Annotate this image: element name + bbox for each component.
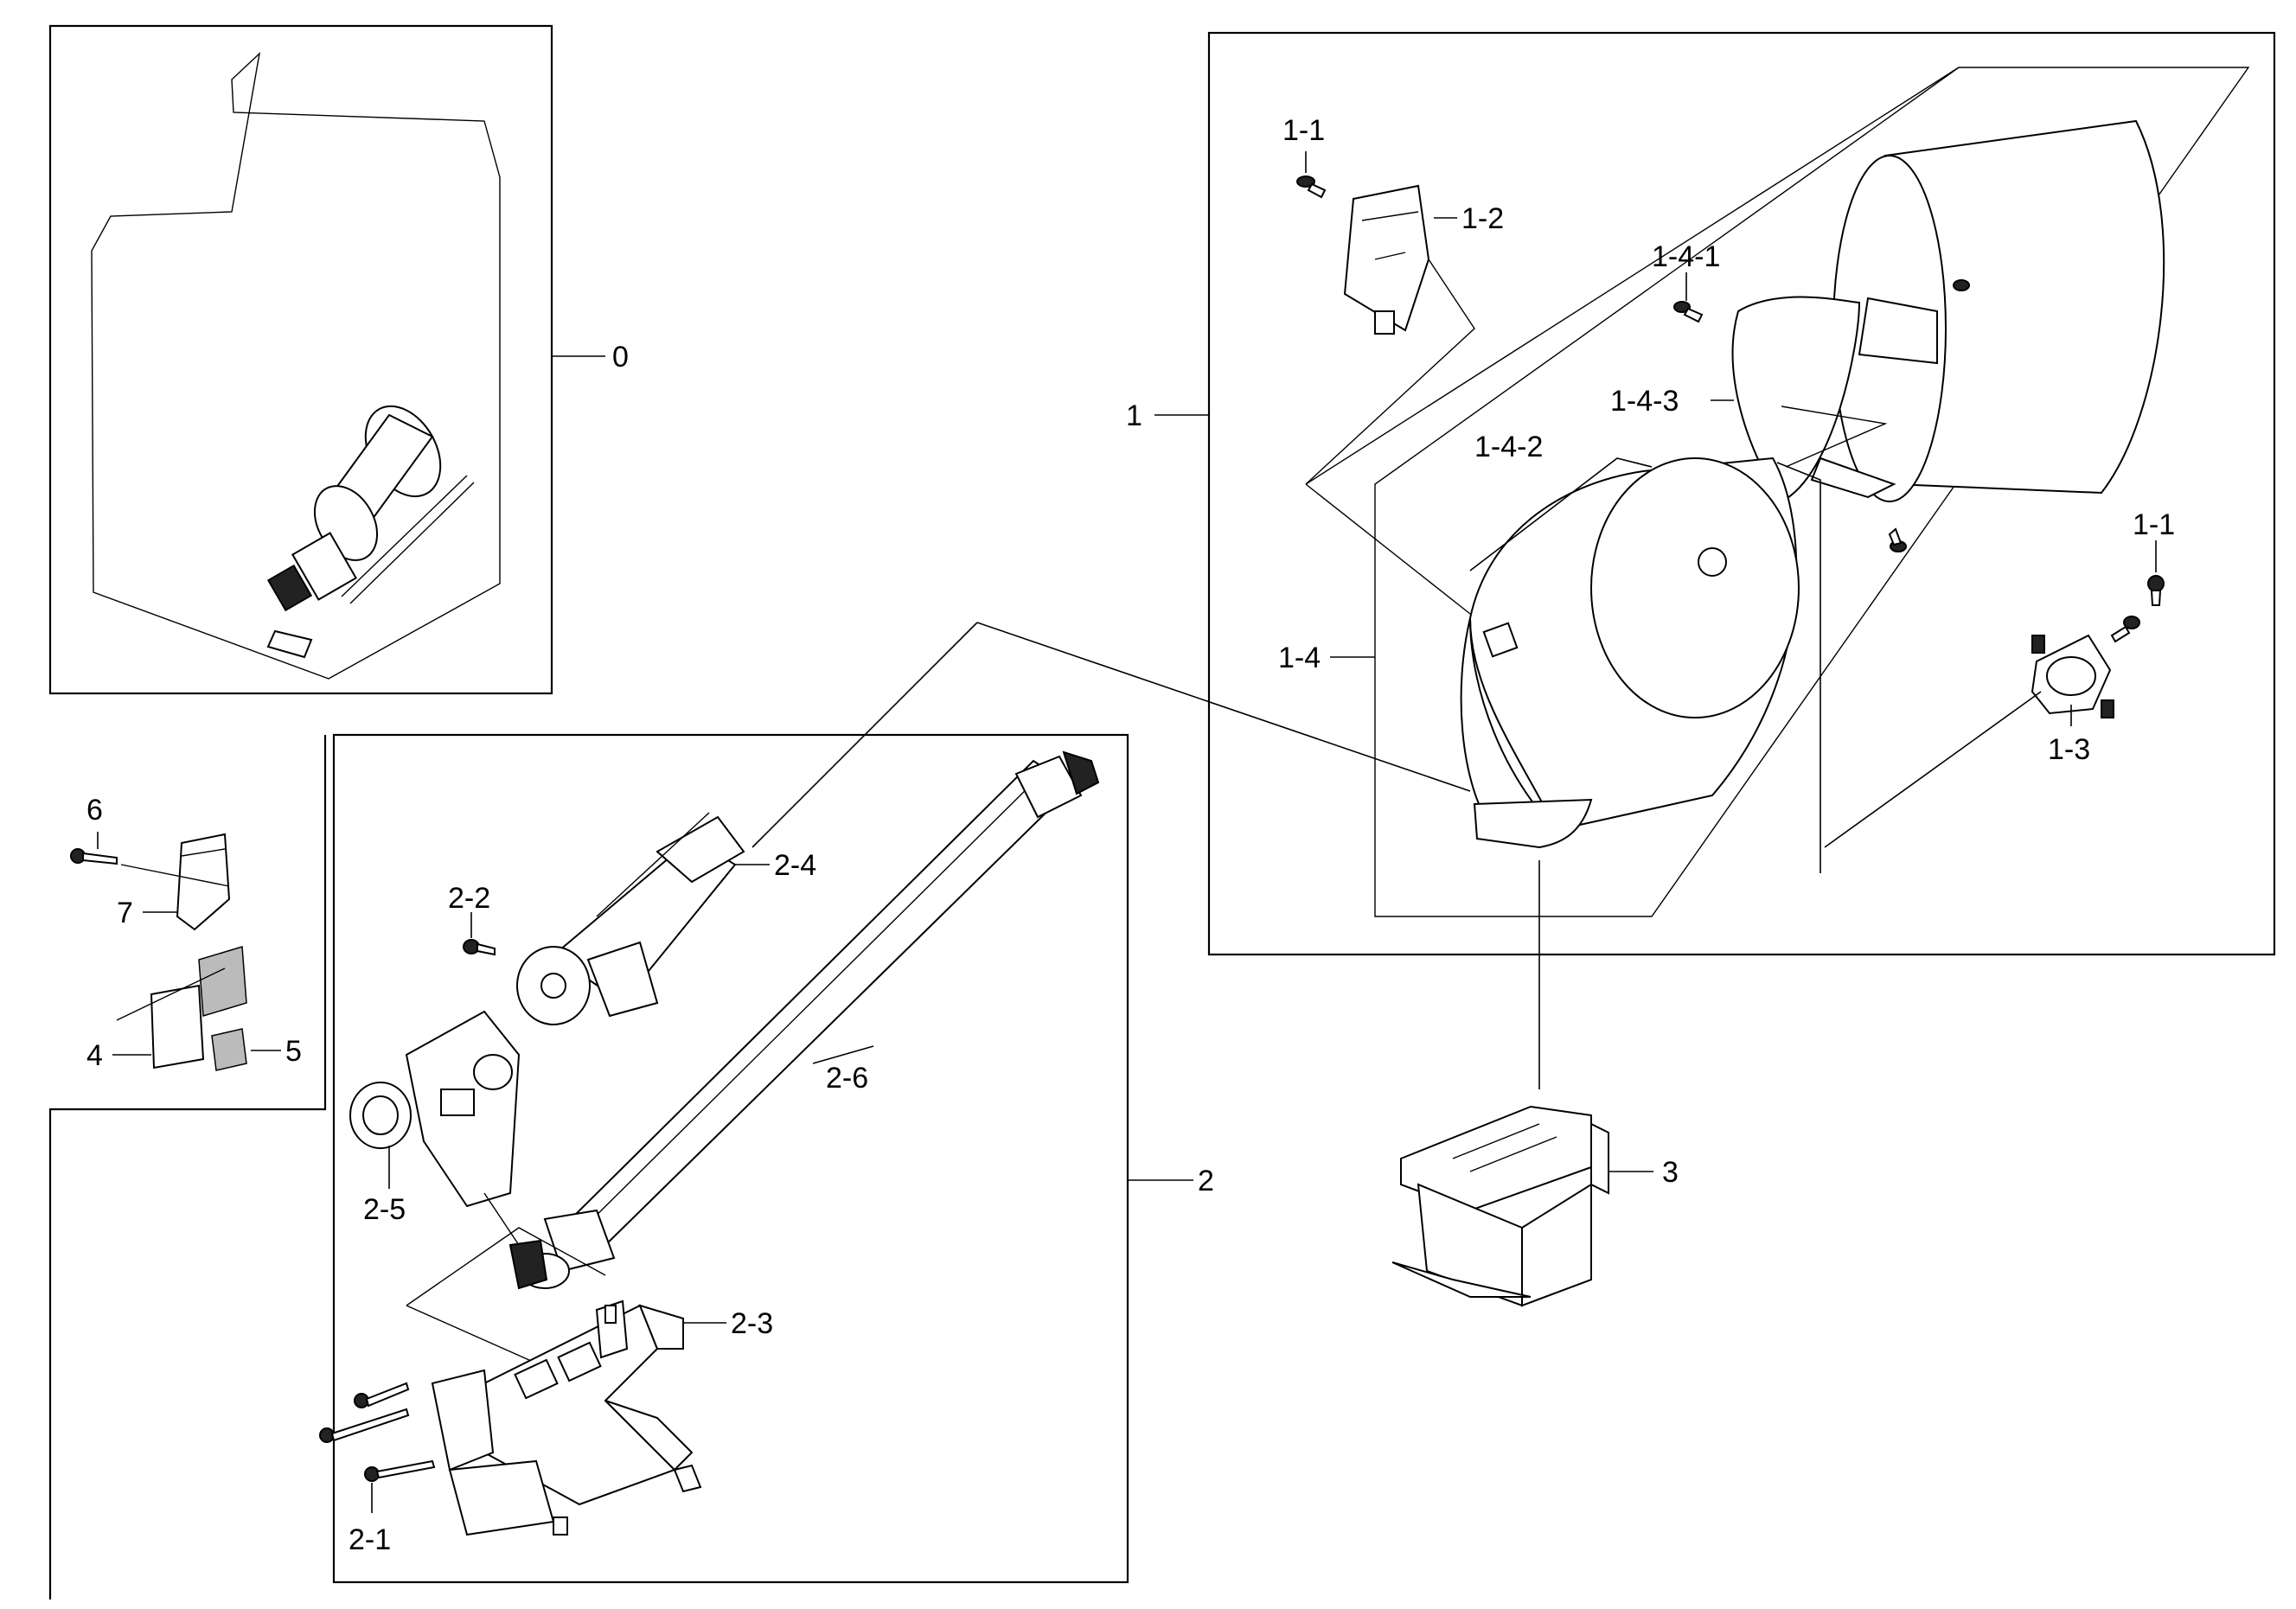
callout-2-5: 2-5 — [363, 1193, 406, 1226]
igniter-4 — [116, 946, 247, 1069]
bracket-3: 3 — [1391, 860, 1679, 1307]
callout-2-1: 2-1 — [349, 1523, 391, 1556]
assembly-0-group: 0 — [48, 24, 629, 695]
callout-2-4: 2-4 — [774, 849, 816, 882]
thermostat-1-3 — [2031, 634, 2114, 718]
dryer-cabinet-outline — [91, 52, 501, 680]
screw-1-1-top — [1296, 176, 1327, 199]
bracket-1-2 — [1305, 184, 1475, 485]
screw-rear-top — [1953, 279, 1970, 291]
callout-3: 3 — [1662, 1156, 1679, 1189]
assembly-1-group: 1 1-1 1-2 — [1126, 31, 2276, 956]
callout-1-4-2: 1-4-2 — [1474, 431, 1543, 463]
front-drum-1-4-2 — [1460, 457, 1800, 849]
screw-2-1-c — [364, 1459, 436, 1482]
callout-1-4-1: 1-4-1 — [1652, 240, 1720, 273]
callout-5: 5 — [285, 1035, 302, 1068]
callout-1-2: 1-2 — [1461, 202, 1504, 235]
screw-6 — [70, 848, 118, 865]
assembly-4-7-group: 6 7 4 5 — [48, 735, 327, 1599]
screw-thermostat — [2110, 616, 2140, 643]
callout-1: 1 — [1126, 399, 1142, 432]
assembly-0-frame — [48, 24, 553, 695]
assembly-2-frame — [332, 733, 1129, 1584]
clip-7 — [120, 833, 231, 931]
assembly-4-7-frame — [48, 735, 327, 1599]
assembly-0-miniature — [266, 405, 475, 659]
gas-valve-2-5 — [349, 1010, 521, 1246]
callout-2-6: 2-6 — [826, 1062, 868, 1095]
tube-2-6 — [508, 750, 1100, 1290]
callout-1-1-right: 1-1 — [2133, 508, 2175, 541]
burner-2-4 — [516, 812, 745, 1025]
callout-1-4: 1-4 — [1278, 642, 1321, 674]
callout-2-2: 2-2 — [448, 882, 490, 915]
callout-2: 2 — [1198, 1165, 1214, 1197]
screw-2-2 — [463, 939, 496, 956]
screw-1-4-1 — [1673, 301, 1704, 323]
rear-drum-1-4-3 — [1731, 119, 2165, 503]
screw-rear-bottom — [1888, 527, 1907, 552]
callout-1-3: 1-3 — [2048, 733, 2090, 766]
assembly-2-group: 2 2-6 2-4 2-2 — [319, 733, 1214, 1584]
callout-2-3: 2-3 — [731, 1307, 773, 1340]
callout-1-4-3: 1-4-3 — [1610, 385, 1679, 418]
pad-5 — [211, 1028, 247, 1071]
callout-0: 0 — [612, 341, 629, 374]
callout-6: 6 — [86, 794, 103, 827]
bracket-2-3 — [406, 1227, 702, 1536]
assembly-1-4-frame — [1374, 67, 2250, 917]
screw-2-1-a — [354, 1382, 410, 1408]
screw-1-1-right — [2147, 575, 2165, 606]
callout-7: 7 — [117, 897, 133, 929]
assembly-1-frame — [1207, 31, 2276, 956]
callout-4: 4 — [86, 1039, 103, 1072]
callout-1-1-top: 1-1 — [1282, 114, 1325, 147]
screw-2-1-b — [319, 1408, 410, 1443]
link-line-burner-drum — [976, 622, 1471, 792]
